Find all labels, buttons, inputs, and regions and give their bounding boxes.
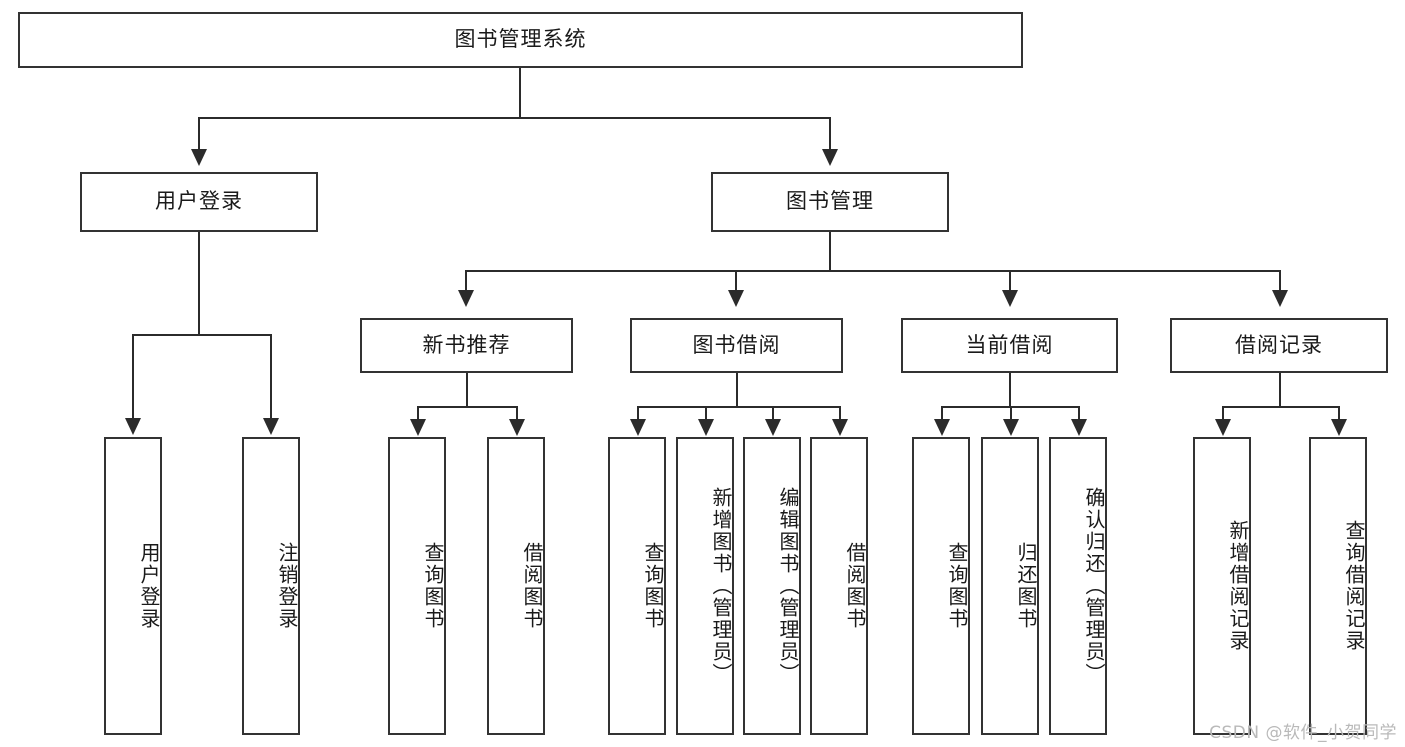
connector-bb-leaf-2 (705, 406, 707, 421)
connector-to-current-borrow (1009, 270, 1011, 292)
node-borrow-record[interactable]: 借阅记录 (1170, 318, 1388, 373)
connector-user-login-bus (132, 334, 270, 336)
connector-current-borrow-stem (1009, 373, 1011, 407)
connector-user-login-stem (198, 232, 200, 335)
connector-cb-leaf-2 (1010, 406, 1012, 421)
leaf-label: 查询图书 (641, 542, 665, 630)
connector-root-to-user-login (198, 117, 200, 151)
connector-bb-leaf-4 (839, 406, 841, 421)
connector-br-leaf-1 (1222, 406, 1224, 421)
leaf-label: 借阅图书 (843, 542, 867, 630)
node-label: 新书推荐 (422, 332, 511, 357)
node-label: 图书借阅 (692, 332, 781, 357)
leaf-return-book[interactable]: 归还图书 (981, 437, 1039, 735)
connector-borrow-record-bus (1222, 406, 1338, 408)
connector-root-to-book-management (829, 117, 831, 151)
leaf-label: 查询图书 (945, 542, 969, 630)
arrow-root-to-book-management (822, 149, 838, 166)
leaf-label: 用户登录 (137, 542, 161, 630)
leaf-edit-book-admin[interactable]: 编辑图书（管理员） (743, 437, 801, 735)
leaf-add-book-admin[interactable]: 新增图书（管理员） (676, 437, 734, 735)
leaf-label: 确认归还（管理员） (1082, 487, 1106, 685)
arrow-bb-leaf-3 (765, 419, 781, 436)
connector-level3-bus (465, 270, 1279, 272)
connector-bb-leaf-1 (637, 406, 639, 421)
connector-root-bus (198, 117, 831, 119)
connector-borrow-record-stem (1279, 373, 1281, 407)
node-current-borrow[interactable]: 当前借阅 (901, 318, 1118, 373)
connector-book-borrow-bus (637, 406, 841, 408)
leaf-query-book-bb[interactable]: 查询图书 (608, 437, 666, 735)
node-label: 当前借阅 (965, 332, 1054, 357)
arrow-nbr-leaf-2 (509, 419, 525, 436)
node-label: 图书管理 (786, 189, 874, 214)
connector-bb-leaf-3 (772, 406, 774, 421)
arrow-nbr-leaf-1 (410, 419, 426, 436)
leaf-confirm-return-admin[interactable]: 确认归还（管理员） (1049, 437, 1107, 735)
leaf-label: 查询图书 (421, 542, 445, 630)
arrow-bb-leaf-2 (698, 419, 714, 436)
leaf-logout[interactable]: 注销登录 (242, 437, 300, 735)
arrow-to-book-borrow (728, 290, 744, 307)
connector-nbr-leaf-1 (417, 406, 419, 421)
arrow-cb-leaf-3 (1071, 419, 1087, 436)
leaf-label: 新增图书（管理员） (709, 487, 733, 685)
connector-book-borrow-stem (736, 373, 738, 407)
leaf-label: 借阅图书 (520, 542, 544, 630)
leaf-label: 注销登录 (275, 542, 299, 630)
arrow-br-leaf-2 (1331, 419, 1347, 436)
connector-nbr-leaf-2 (516, 406, 518, 421)
connector-new-book-recommend-stem (466, 373, 468, 407)
connector-user-login-to-leaf-2 (270, 334, 272, 420)
node-label: 图书管理系统 (454, 27, 587, 52)
connector-to-book-borrow (735, 270, 737, 292)
arrow-bb-leaf-1 (630, 419, 646, 436)
leaf-label: 查询借阅记录 (1342, 520, 1366, 652)
leaf-label: 归还图书 (1014, 542, 1038, 630)
arrow-user-login-to-leaf-1 (125, 418, 141, 435)
leaf-borrow-book-bb[interactable]: 借阅图书 (810, 437, 868, 735)
leaf-user-login[interactable]: 用户登录 (104, 437, 162, 735)
node-book-borrow[interactable]: 图书借阅 (630, 318, 843, 373)
arrow-to-borrow-record (1272, 290, 1288, 307)
arrow-user-login-to-leaf-2 (263, 418, 279, 435)
leaf-borrow-book-nbr[interactable]: 借阅图书 (487, 437, 545, 735)
leaf-query-borrow-record[interactable]: 查询借阅记录 (1309, 437, 1367, 735)
connector-cb-leaf-3 (1078, 406, 1080, 421)
node-root-book-management-system[interactable]: 图书管理系统 (18, 12, 1023, 68)
connector-cb-leaf-1 (941, 406, 943, 421)
arrow-bb-leaf-4 (832, 419, 848, 436)
arrow-br-leaf-1 (1215, 419, 1231, 436)
leaf-query-book-cb[interactable]: 查询图书 (912, 437, 970, 735)
leaf-label: 编辑图书（管理员） (776, 487, 800, 685)
node-new-book-recommend[interactable]: 新书推荐 (360, 318, 573, 373)
leaf-label: 新增借阅记录 (1226, 520, 1250, 652)
csdn-watermark: CSDN @软件_小贺同学 (1209, 723, 1397, 743)
arrow-root-to-user-login (191, 149, 207, 166)
connector-book-management-stem (829, 232, 831, 272)
connector-root-stem (519, 68, 521, 118)
arrow-cb-leaf-2 (1003, 419, 1019, 436)
node-user-login[interactable]: 用户登录 (80, 172, 318, 232)
arrow-to-new-book-recommend (458, 290, 474, 307)
leaf-query-book-nbr[interactable]: 查询图书 (388, 437, 446, 735)
leaf-add-borrow-record[interactable]: 新增借阅记录 (1193, 437, 1251, 735)
connector-user-login-to-leaf-1 (132, 334, 134, 420)
connector-to-new-book-recommend (465, 270, 467, 292)
node-label: 借阅记录 (1235, 332, 1323, 357)
connector-new-book-recommend-bus (417, 406, 516, 408)
arrow-cb-leaf-1 (934, 419, 950, 436)
arrow-to-current-borrow (1002, 290, 1018, 307)
node-label: 用户登录 (155, 189, 243, 214)
connector-to-borrow-record (1279, 270, 1281, 292)
connector-br-leaf-2 (1338, 406, 1340, 421)
node-book-management[interactable]: 图书管理 (711, 172, 949, 232)
